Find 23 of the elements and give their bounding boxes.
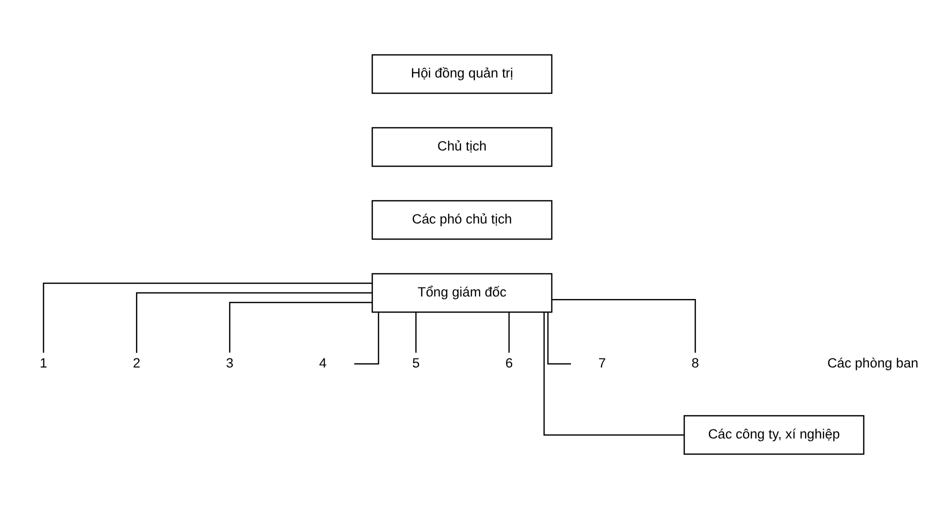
node-box: Các công ty, xí nghiệp: [684, 415, 864, 455]
connector: [354, 312, 380, 365]
node-text: 7: [598, 355, 606, 370]
connector: [543, 312, 684, 436]
node-text: 8: [692, 355, 700, 370]
label: Các phòng ban: [827, 355, 918, 370]
node-text: 1: [40, 355, 48, 370]
connector: [42, 282, 372, 353]
node-text: 2: [132, 355, 140, 370]
connector: [136, 292, 372, 353]
connector: [547, 312, 571, 365]
node-text: 6: [505, 355, 513, 370]
connector: [552, 299, 696, 353]
node-box: Chủ tịch: [372, 127, 552, 167]
node-box: Các phó chủ tịch: [372, 200, 552, 240]
connector: [508, 312, 510, 353]
connector: [415, 312, 417, 353]
node-box: Tổng giám đốc: [372, 273, 552, 313]
node-text: 4: [319, 355, 327, 370]
node-box: Hội đồng quản trị: [372, 54, 552, 94]
connector: [229, 302, 372, 353]
node-text: 3: [226, 355, 234, 370]
node-text: 5: [412, 355, 420, 370]
